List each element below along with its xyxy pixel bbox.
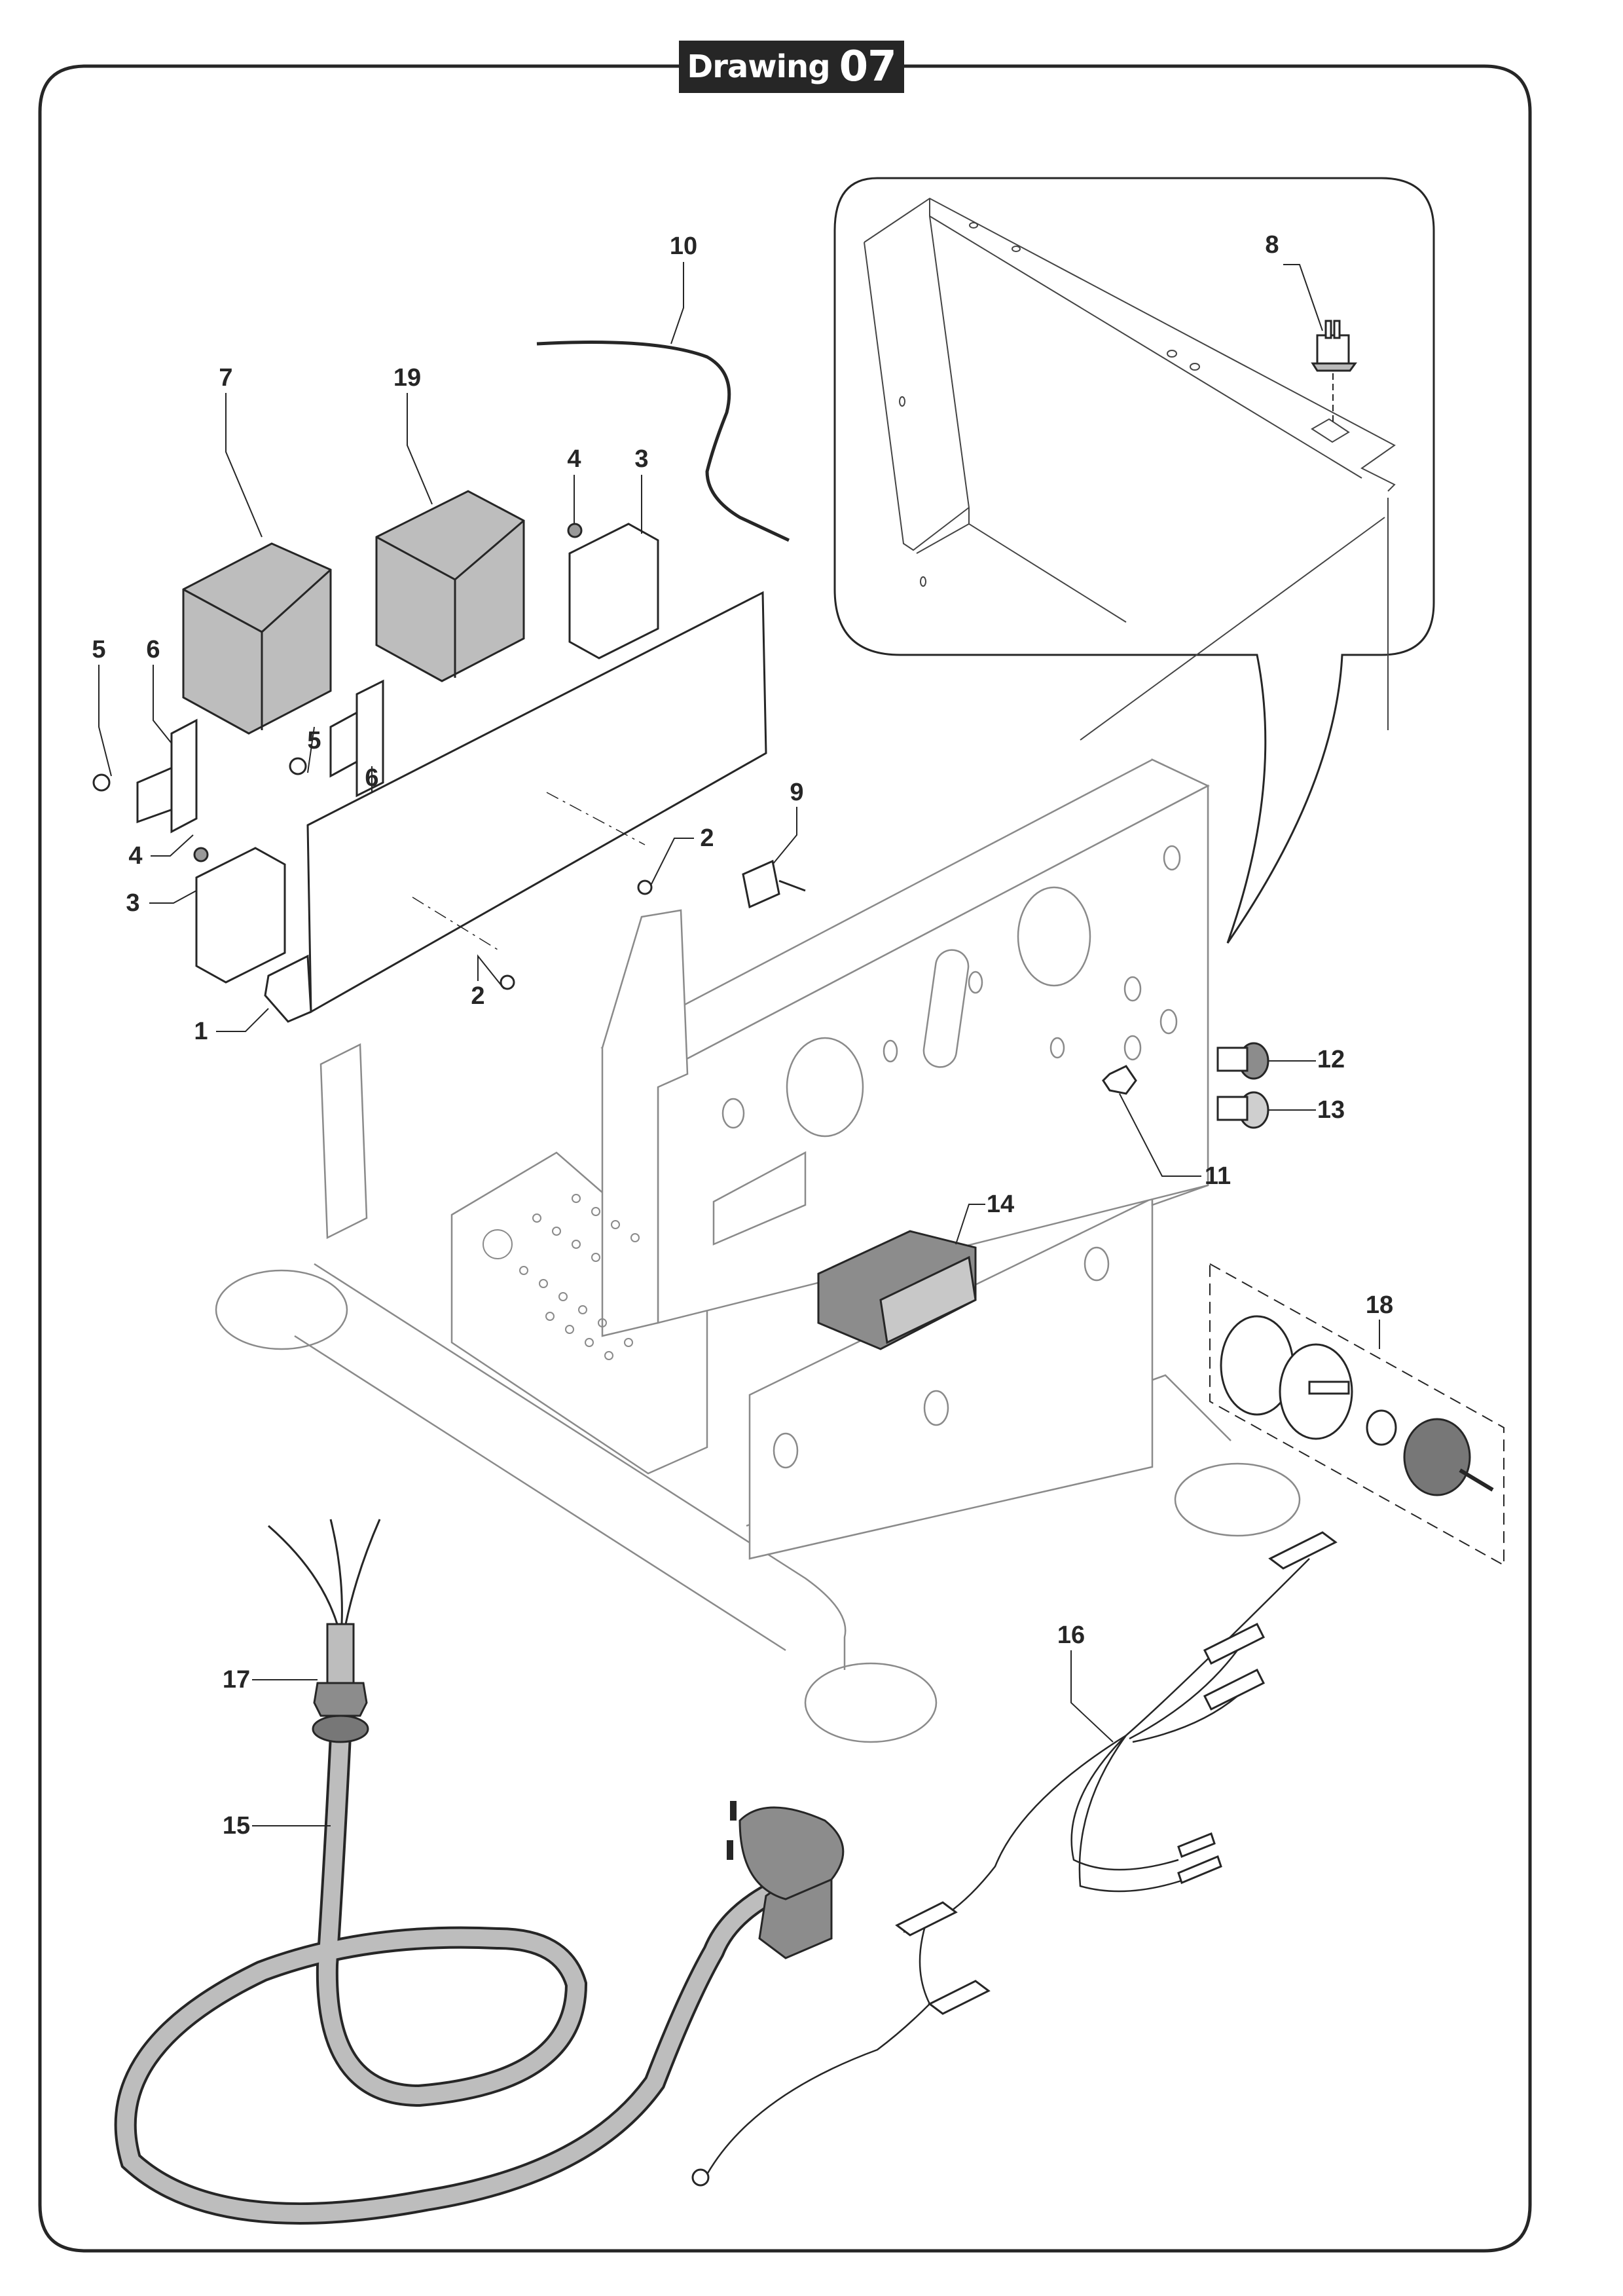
callout-screw-left: 5 (92, 636, 106, 663)
callout-wiring-harness: 16 (1057, 1621, 1085, 1649)
contactor-lower (193, 847, 286, 984)
control-display (817, 1230, 977, 1350)
callout-probe-cable: 10 (669, 232, 698, 260)
chassis-frame (215, 758, 1301, 1743)
drawing-title: Drawing 07 (679, 41, 904, 93)
drawing-title-word: Drawing (687, 48, 830, 85)
callout-bracket-middle: 6 (365, 764, 379, 792)
callout-power-cord: 15 (222, 1812, 251, 1840)
callout-cable-gland: 17 (222, 1666, 251, 1694)
mounting-plate (264, 591, 767, 1023)
thermostat-knob-assembly (1209, 1263, 1504, 1566)
callout-contactor-lower: 3 (126, 889, 140, 917)
detail-inset (833, 177, 1435, 944)
callout-screw-middle: 5 (307, 727, 321, 754)
callout-relay-box-left: 7 (219, 364, 233, 392)
drawing-title-number: 07 (839, 43, 897, 91)
callout-rocker-switch: 8 (1265, 231, 1279, 259)
callout-nut-lower: 4 (128, 842, 143, 870)
callout-micro-switch: 9 (790, 779, 804, 806)
mains-plug (727, 1801, 845, 1959)
callout-cable-gland-nut: 11 (1204, 1162, 1231, 1190)
rocker-switch-icon (1311, 320, 1357, 426)
wiring-harness (691, 1531, 1338, 2187)
callout-mounting-plate: 1 (194, 1018, 208, 1045)
probe-cable (536, 341, 790, 542)
callout-screw-upper: 2 (700, 824, 714, 852)
page-border (38, 64, 1532, 2253)
micro-switch (742, 859, 806, 909)
callout-indicator-lamp-light: 13 (1317, 1096, 1345, 1124)
cable-gland (312, 1682, 369, 1743)
callout-control-display: 14 (986, 1191, 1015, 1218)
contactor-upper (567, 523, 659, 659)
callout-nut-upper: 4 (567, 445, 581, 473)
callout-screw-lower: 2 (471, 982, 485, 1010)
relay-box-left (182, 542, 332, 735)
callout-indicator-lamp-dark: 12 (1317, 1046, 1345, 1073)
relay-box-right (375, 490, 525, 682)
power-cord (114, 1519, 777, 2225)
leader-lines (98, 262, 1380, 1826)
callout-bracket-left: 6 (146, 636, 160, 663)
callout-relay-box-right: 19 (393, 364, 422, 392)
callout-contactor-upper: 3 (634, 445, 649, 473)
brackets-and-screws (92, 679, 653, 990)
callout-thermostat-knob-assembly: 18 (1365, 1291, 1394, 1319)
